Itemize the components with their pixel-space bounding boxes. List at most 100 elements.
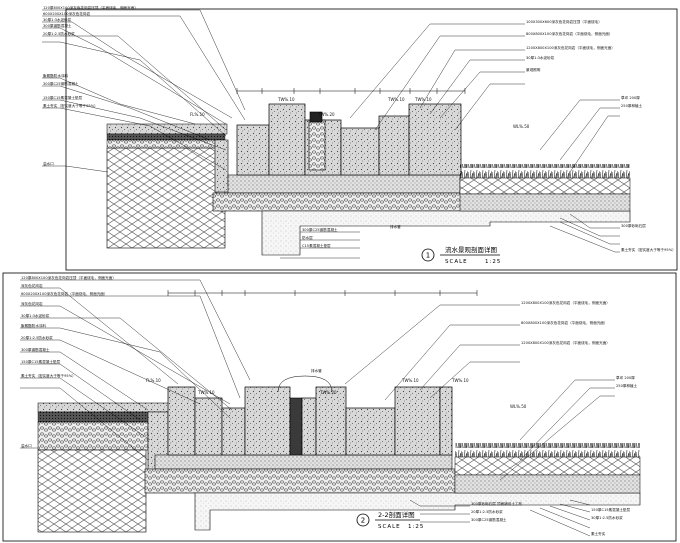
- section-1-note: C15素混凝土垫层: [302, 243, 331, 248]
- section-2-callout: 草坪 200厚: [616, 375, 635, 380]
- section-2-left-mortar: [37, 411, 151, 423]
- section-1-planting-soil: [459, 177, 631, 195]
- section-1-misc: 溢水口: [43, 161, 54, 166]
- section-2-scale-label: SCALE: [378, 524, 401, 530]
- section-2-granite-block: [194, 397, 223, 456]
- section-2-granite-block: [301, 397, 317, 456]
- section-1-callout: 景观照明: [526, 67, 541, 72]
- section-1-callout: 素土夯实（密实度大于等于95%）: [621, 247, 676, 252]
- section-1-misc: 排水管: [390, 224, 401, 229]
- section-2-base-concrete: [194, 492, 641, 531]
- section-2-level: FL%.10: [146, 378, 161, 383]
- section-1-scale-value: 1:25: [485, 259, 501, 265]
- section-1-granite-block: [236, 124, 270, 176]
- section-2-callout: 300厚砂砾石层 顶面铺设土工布: [471, 501, 523, 506]
- section-1-frame: [65, 8, 678, 271]
- section-1-concrete-slab: [227, 174, 461, 194]
- section-2-concrete-slab: [154, 454, 453, 470]
- section-1-left-foundation: [106, 147, 226, 249]
- section-2-callout: 素土夯实（密实度大于等于95%）: [21, 373, 76, 378]
- section-2-callout: 800X800X100深灰色花岗岩（平面烧毛，侧面光面）: [521, 320, 608, 325]
- section-1-callout: 30厚1:3水泥砂浆: [526, 55, 555, 60]
- section-2-callout: 素土夯实: [591, 531, 606, 536]
- section-2-callout: 20厚1:2.5防水砂浆: [21, 335, 53, 340]
- section-2-callout: 250厚种植土: [616, 383, 638, 388]
- section-1-callout: 150厚C15素混凝土垫层: [43, 95, 83, 100]
- section-1-scale-label: SCALE: [445, 259, 468, 265]
- section-2-callout: 150厚C15素混凝土垫层: [21, 359, 61, 364]
- section-1-callout: 30厚1:3水泥砂浆: [43, 17, 72, 22]
- section-1-callout: 素土夯实（密实度大于等于95%）: [43, 103, 98, 108]
- section-2-granite-block: [394, 386, 441, 456]
- section-2-callout: 20厚1:2.5防水砂浆: [471, 509, 503, 514]
- section-1-base-concrete: [261, 210, 631, 256]
- section-2-planting-soil: [454, 456, 641, 476]
- section-2-callout: 深灰色花岗岩: [21, 301, 43, 306]
- section-2-dimension-line: [167, 290, 478, 296]
- section-2-frame: [2, 272, 677, 542]
- section-2-drain-channel: [289, 397, 303, 456]
- section-2-gravel-bed: [144, 468, 456, 494]
- section-2-number-circle: [356, 513, 370, 527]
- section-1-dimension-line: [236, 88, 466, 94]
- section-1-level: TW%.10: [414, 97, 432, 102]
- section-1-lawn: [460, 164, 630, 178]
- section-1-number: 1: [426, 252, 430, 260]
- section-1-callout: 草坪 200厚: [621, 95, 640, 100]
- section-1-callout: 1200X800X100深灰色花岗岩（平面烧毛，侧面光面）: [526, 45, 615, 50]
- section-2-callout: 1200X800X100深灰色花岗岩（平面烧毛，侧面光面）: [521, 340, 610, 345]
- section-2-granite-block: [167, 386, 196, 456]
- section-2-left-paving: [37, 402, 171, 413]
- section-1-granite-block: [340, 127, 380, 176]
- section-2-level: TW%.10: [197, 390, 215, 395]
- section-2-left-foundation: [37, 449, 147, 533]
- section-2-detail-bubble: [277, 375, 333, 393]
- section-1-title: 流水景观剖面详图: [445, 245, 497, 254]
- section-1-callout: 120厚800X100深灰色花岗岩压顶（平面烧毛，侧面光面）: [43, 5, 138, 10]
- section-1-level: WL%.50: [513, 124, 530, 129]
- section-2-granite-block: [315, 386, 347, 456]
- section-2-callout: 30厚1:3水泥砂浆: [21, 313, 50, 318]
- section-1-level: TW%.20: [317, 112, 335, 117]
- section-1-granite-block: [408, 103, 462, 176]
- section-2-leader-lines: [20, 279, 615, 537]
- section-1-note: 防水层: [302, 235, 313, 240]
- section-2-scale-value: 1:25: [408, 524, 424, 530]
- section-1-subbase: [459, 193, 631, 212]
- section-2-level: TW%.20: [319, 390, 337, 395]
- section-2-granite-block: [244, 386, 291, 456]
- section-2-granite-block: [345, 407, 396, 456]
- section-2-level: WL%.50: [510, 404, 527, 409]
- section-1-note: 300厚C25钢筋混凝土: [302, 227, 338, 232]
- section-2-callout: 300厚C25钢筋混凝土: [471, 517, 507, 522]
- section-2-callout: 150厚C15素混凝土垫层: [591, 507, 631, 512]
- section-2-subbase: [454, 474, 641, 494]
- section-1-callout: 800X800X100深灰色花岗岩（平面烧毛，侧面光面）: [526, 31, 613, 36]
- section-1-granite-block: [268, 103, 306, 176]
- section-2-title: 2-2剖面详图: [378, 510, 415, 519]
- section-1-level: TW%.10: [387, 97, 405, 102]
- section-1-left-paving: [106, 123, 228, 135]
- section-1-callout: 20厚1:2.5防水砂浆: [43, 31, 75, 36]
- section-1: 1 流水景观剖面详图 SCALE 1:25 FL%.10 TW%.10 TW%.…: [42, 5, 678, 271]
- section-1-granite-block: [378, 115, 410, 176]
- section-2-misc: 排水管: [311, 368, 322, 373]
- section-2-misc: 溢水口: [21, 443, 32, 448]
- section-1-callout: 聚氨酯防水涂料: [43, 73, 69, 78]
- section-2-callout: 300厚钢筋混凝土: [21, 347, 50, 352]
- section-2-level: TW%.10: [401, 378, 419, 383]
- section-2: 2 2-2剖面详图 SCALE 1:25 FL%.10 TW%.10 TW%.2…: [2, 272, 677, 542]
- section-1-callout: 100X300X600深灰色花岗岩压顶（平面烧毛）: [526, 19, 602, 24]
- section-2-left-gravel: [37, 421, 149, 451]
- section-2-callout: 深灰色花岗岩: [21, 283, 43, 288]
- section-1-callout: 600X200X100深灰色花岗岩: [43, 11, 90, 16]
- section-1-callout: 300厚C25钢筋混凝土: [43, 81, 79, 86]
- section-2-level: TW%.10: [451, 378, 469, 383]
- section-2-lawn: [455, 443, 640, 457]
- section-1-number-circle: [421, 248, 435, 262]
- section-2-granite-block: [439, 386, 453, 456]
- section-1-drain-fill: [308, 119, 326, 171]
- section-2-number: 2: [361, 517, 365, 525]
- section-2-callout: 聚氨酯防水涂料: [21, 323, 47, 328]
